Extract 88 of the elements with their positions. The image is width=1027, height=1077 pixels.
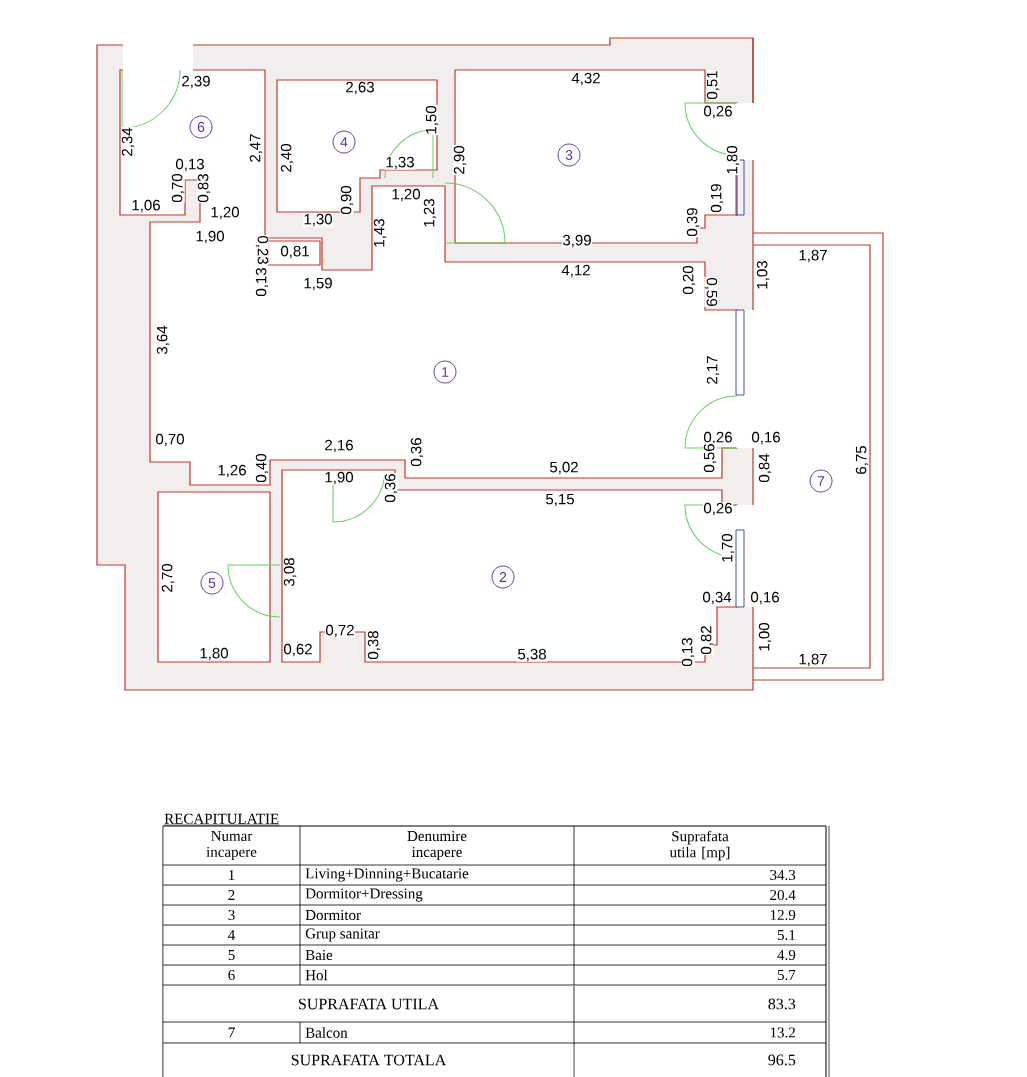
area-value: 4.9 bbox=[777, 949, 796, 961]
column-header: Numar incapere bbox=[206, 831, 257, 860]
area-value: 12.9 bbox=[770, 909, 796, 921]
room-name: Baie bbox=[305, 949, 333, 961]
room-number: 5 bbox=[228, 950, 235, 960]
dimension-label: 0,16 bbox=[749, 591, 781, 605]
dimension-label: 0,70 bbox=[171, 172, 185, 204]
column-header: Suprafata utila [mp] bbox=[669, 830, 730, 861]
dimension-label: 0,34 bbox=[701, 591, 733, 605]
room-number: 1 bbox=[229, 870, 235, 880]
dimension-label: 1,87 bbox=[797, 249, 829, 263]
dimension-label: 1,80 bbox=[726, 144, 740, 176]
dimension-label: 1,90 bbox=[323, 471, 355, 485]
dimension-label: 1,03 bbox=[756, 259, 770, 291]
dimension-label: 3,99 bbox=[561, 234, 593, 248]
dimension-label: 0,23 bbox=[255, 234, 269, 266]
room-number: 7 bbox=[228, 1027, 235, 1038]
room-name: Dormitor+Dressing bbox=[305, 888, 423, 902]
dimension-label: 1,70 bbox=[721, 532, 735, 564]
dimension-label: 2,16 bbox=[323, 439, 355, 453]
dimension-label: 2,34 bbox=[121, 126, 135, 158]
room-name: Grup sanitar bbox=[305, 928, 380, 942]
dimension-label: 3,64 bbox=[156, 324, 170, 356]
area-value: 5.7 bbox=[777, 970, 796, 981]
dimension-label: 5,02 bbox=[548, 461, 580, 475]
room-name: Living+Dinning+Bucatarie bbox=[305, 868, 469, 882]
dimension-label: 1,00 bbox=[758, 621, 772, 653]
dimension-label: 0,19 bbox=[710, 182, 724, 214]
dimension-label: 0,81 bbox=[279, 245, 311, 259]
dimension-label: 1,20 bbox=[390, 188, 422, 202]
area-value: 83.3 bbox=[768, 998, 796, 1010]
dimension-label: 0,82 bbox=[700, 624, 714, 656]
room-number: 4 bbox=[228, 930, 235, 940]
dimension-label: 1,30 bbox=[302, 213, 334, 227]
dimension-label: 0,26 bbox=[702, 105, 734, 119]
dimension-label: 0,51 bbox=[706, 69, 720, 101]
dimension-label: 0,36 bbox=[384, 472, 398, 504]
dimension-label: 2,90 bbox=[453, 144, 467, 176]
dimension-label: 1,90 bbox=[194, 230, 226, 244]
total-label: SUPRAFATA TOTALA bbox=[291, 1054, 447, 1066]
dimension-label: 0,72 bbox=[324, 624, 356, 638]
dimension-label: 1,50 bbox=[425, 104, 439, 136]
dimension-label: 0,70 bbox=[154, 433, 186, 447]
dimension-label: 1,26 bbox=[216, 464, 248, 478]
dimension-label: 5,38 bbox=[516, 648, 548, 662]
dimension-label: 1,20 bbox=[209, 206, 241, 220]
dimension-label: 0,26 bbox=[702, 502, 734, 516]
dimension-label: 0,39 bbox=[686, 206, 700, 238]
dimension-label: 0,13 bbox=[681, 636, 695, 668]
dimension-label: 0,13 bbox=[255, 266, 269, 298]
room-name: Balcon bbox=[305, 1027, 348, 1038]
dimension-label: 0,40 bbox=[255, 452, 269, 484]
room-name: Dormitor bbox=[305, 909, 361, 921]
area-value: 13.2 bbox=[770, 1027, 795, 1038]
dimension-label: 1,06 bbox=[130, 199, 162, 213]
area-value: 96.5 bbox=[768, 1054, 796, 1066]
dimension-label: 2,40 bbox=[280, 142, 294, 174]
dimension-label: 1,33 bbox=[384, 156, 416, 170]
dimension-label: 1,43 bbox=[373, 217, 387, 249]
dimension-label: 2,17 bbox=[706, 354, 720, 386]
dimension-label: 5,15 bbox=[544, 493, 576, 507]
dimension-label: 0,13 bbox=[174, 158, 206, 172]
dimension-label: 0,59 bbox=[704, 276, 718, 308]
dimension-label: 1,80 bbox=[198, 647, 230, 661]
dimension-label: 1,23 bbox=[423, 197, 437, 229]
area-value: 5.1 bbox=[777, 929, 795, 941]
room-number: 2 bbox=[228, 890, 235, 900]
dimension-label: 0,38 bbox=[367, 629, 381, 661]
room-name: Hol bbox=[305, 969, 328, 981]
dimension-label: 3,08 bbox=[283, 556, 297, 588]
dimension-label: 2,47 bbox=[249, 132, 263, 164]
dimension-label: 1,87 bbox=[797, 653, 829, 667]
dimension-label: 0,84 bbox=[758, 452, 772, 484]
dimension-label: 1,59 bbox=[302, 277, 334, 291]
room-number: 6 bbox=[228, 969, 235, 981]
area-value: 20.4 bbox=[770, 889, 796, 901]
table-title: RECAPITULATIE bbox=[164, 813, 279, 824]
dimension-label: 6,75 bbox=[855, 444, 869, 476]
area-value: 34.3 bbox=[770, 869, 796, 881]
dimension-label: 0,20 bbox=[682, 264, 696, 296]
dimension-label: 0,83 bbox=[197, 172, 211, 204]
room-number: 3 bbox=[228, 909, 235, 921]
column-header: Denumire incapere bbox=[407, 830, 467, 861]
dimension-label: 0,56 bbox=[703, 442, 717, 474]
dimension-label: 0,90 bbox=[340, 184, 354, 216]
total-label: SUPRAFATA UTILA bbox=[299, 998, 439, 1010]
dimension-label: 0,62 bbox=[282, 643, 314, 657]
dimension-label: 4,12 bbox=[560, 264, 592, 278]
